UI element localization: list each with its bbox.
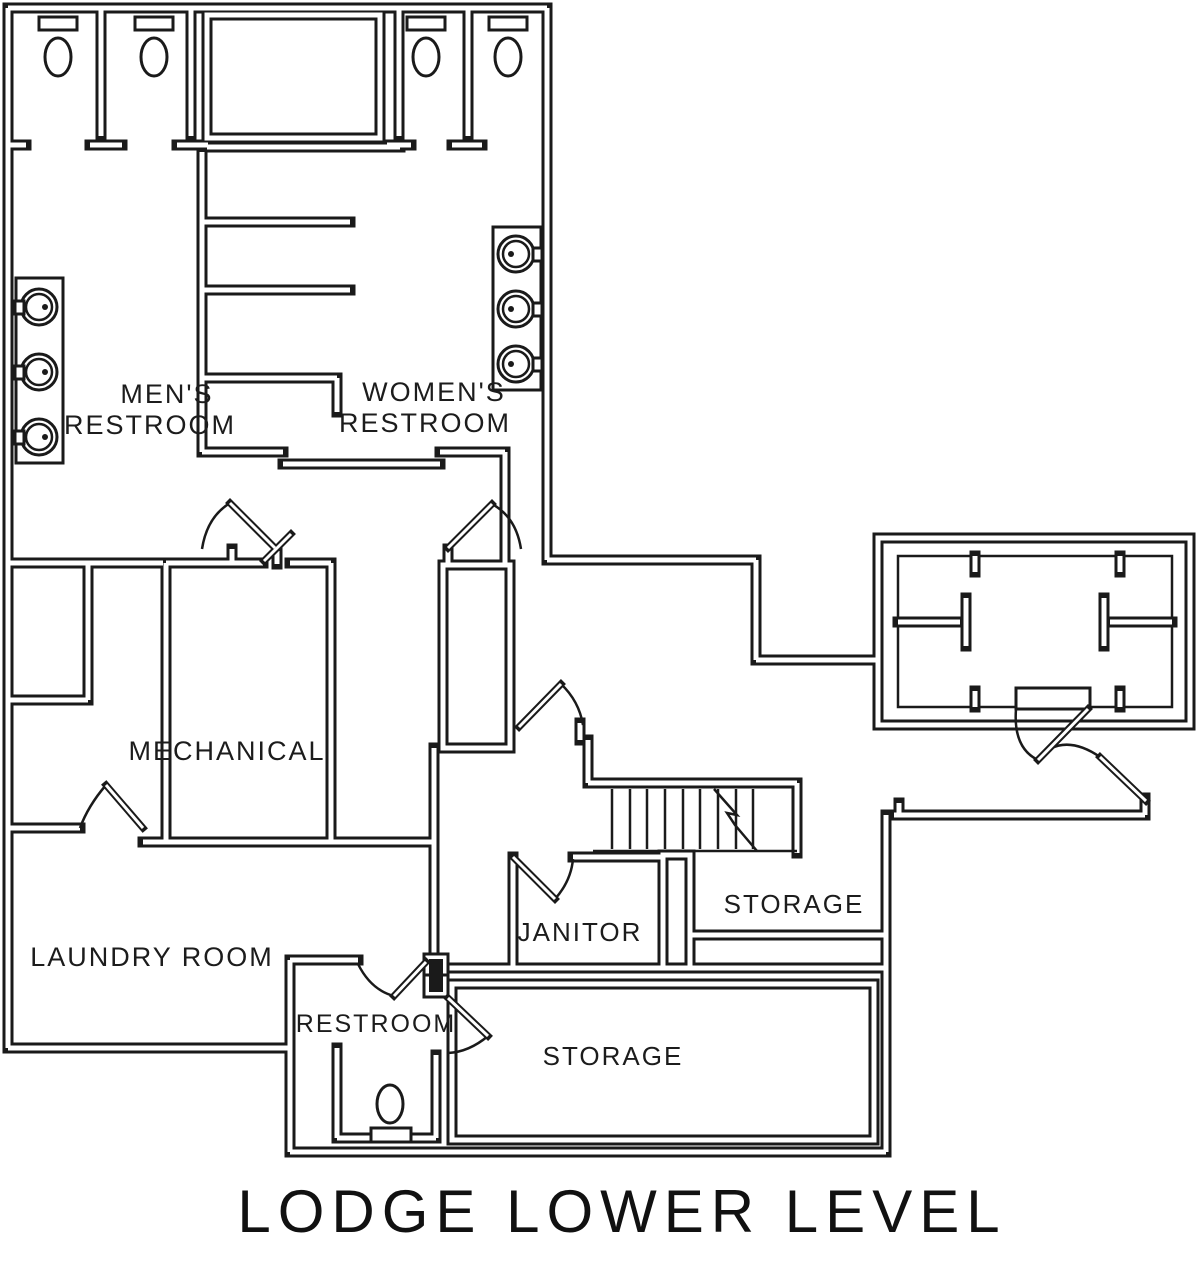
fixtures: [13, 15, 797, 1144]
hall-closet: [437, 559, 516, 754]
laundry-room-label: LAUNDRY ROOM: [30, 942, 274, 972]
janitor-label: JANITOR: [518, 917, 643, 947]
doors: [78, 498, 1151, 1055]
womens-restroom-label-line2: RESTROOM: [339, 408, 511, 438]
storage-upper-label: STORAGE: [724, 889, 865, 919]
door-swing-arc: [491, 502, 523, 550]
door-header: [1014, 686, 1092, 711]
door-swing-arc: [200, 501, 231, 550]
toilet-icon: [487, 15, 529, 78]
toilet-icon: [37, 15, 79, 78]
toilet-icon: [405, 15, 447, 78]
toilet-icon: [133, 15, 175, 78]
womens-restroom-label-line1: WOMEN'S: [362, 377, 506, 407]
mens-restroom-label-line1: MEN'S: [120, 379, 213, 409]
door-swing-arc: [560, 683, 585, 726]
sink-counter: [13, 276, 65, 465]
plan-title: LODGE LOWER LEVEL: [237, 1178, 1006, 1245]
stairs: [593, 788, 797, 853]
stall-block: [201, 9, 386, 144]
thick-wall: [657, 849, 696, 974]
storage-lower-label: STORAGE: [543, 1041, 684, 1071]
stair-break-line: [713, 788, 758, 852]
mens-restroom-label-line2: RESTROOM: [64, 410, 236, 440]
door-jamb-fill: [429, 959, 443, 992]
right-room-inner-wall: [896, 554, 1174, 709]
toilet-icon: [369, 1083, 413, 1144]
mechanical-label: MECHANICAL: [128, 736, 325, 766]
door-swing-arc: [356, 963, 395, 998]
door-swing-arc: [1014, 708, 1039, 762]
sink-counter: [491, 225, 544, 392]
door-swing-arc: [447, 1035, 489, 1055]
walls: [2, 2, 1196, 1158]
door-swing-arc: [78, 784, 107, 829]
door-swing-arc: [554, 858, 575, 900]
room-labels: MEN'S RESTROOM WOMEN'S RESTROOM MECHANIC…: [30, 377, 1006, 1245]
restroom-small-label: RESTROOM: [296, 1010, 456, 1038]
